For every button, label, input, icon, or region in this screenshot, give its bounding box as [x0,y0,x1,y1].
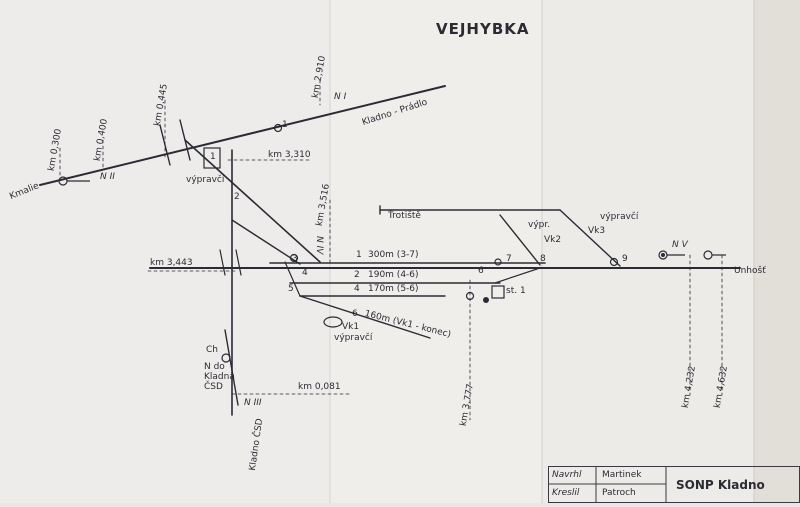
signal-label: N IV [314,236,324,255]
signal-label: Ch [206,345,218,355]
track-siding-right [559,209,621,267]
crossing-mark [219,249,226,276]
track-number: 6 [352,309,358,319]
drafter-label: Kreslil [552,488,580,498]
track-desc: 300m (3-7) [368,250,419,260]
paper-panel-middle [330,0,542,503]
dispatcher-label: výpravčí [186,175,225,185]
switch-number: 5 [288,284,294,294]
designer-label: Navrhl [552,470,582,480]
weighbridge-label: Vk3 [588,226,606,236]
paper-panel-left [0,0,330,503]
siding-label: Ťrotiště [388,211,421,221]
designer-value: Martinek [602,470,642,480]
drafter-value: Patroch [602,488,636,498]
signal-icon [465,291,475,301]
km-label-3310: km 3,310 [268,150,311,160]
track-6 [299,295,431,339]
signal-label: N III [244,398,262,408]
dispatcher-label: výpravčí [334,333,373,343]
switch-number: 4 [302,268,308,278]
station-building [203,147,221,169]
signal-label: N II [100,172,115,182]
signal-icon [273,123,283,133]
track-link [284,261,301,297]
track-link-right [494,267,541,284]
dispatcher-label: výpravčí [600,212,639,222]
crossing-mark [159,124,171,166]
signal-label: N I [334,92,347,102]
dispatcher-label: výpr. [528,220,551,230]
signal-label: N do Kladna ČSD [204,362,235,392]
km-label-3443: km 3,443 [150,258,193,268]
building-number: 1 [210,152,216,162]
box-label: st. 1 [506,286,526,296]
switch-number: 7 [506,254,512,264]
signal-icon [494,258,502,266]
light-icon [483,297,489,303]
signal-box-st1 [491,285,505,299]
drawing-title: VEJHYBKA [436,20,530,38]
switch-number: 1 [282,120,288,130]
track-main-line [39,85,446,186]
switch-number: 6 [478,266,484,276]
track-number: 2 [354,270,360,280]
track-siding-link [499,214,541,266]
switch-number: 2 [234,192,240,202]
signal-label: N V [672,240,688,250]
light-icon [661,253,665,257]
paper-edge [754,0,800,503]
crossing-mark [179,119,191,161]
signal-icon [609,257,619,267]
track-number: 4 [354,284,360,294]
crossing-mark [235,249,242,276]
paper-panel-right [542,0,754,503]
weighbridge-label: Vk2 [544,235,562,245]
signal-icon [289,253,299,263]
weighbridge-label: Vk1 [342,322,360,332]
km-label-0081: km 0,081 [298,382,341,392]
weighbridge-icon [323,316,343,328]
switch-number: 9 [622,254,628,264]
track-connection-2 [231,219,301,265]
track-desc: 190m (4-6) [368,270,419,280]
track-desc: 170m (5-6) [368,284,419,294]
track-connection [184,139,321,263]
track-branch-spur [224,329,239,406]
organization-name: SONP Kladno [676,478,765,492]
title-block: Navrhl Martinek Kreslil Patroch SONP Kla… [548,466,800,503]
switch-number: 3 [292,254,298,264]
direction-right: Unhošť [734,266,766,276]
switch-number: 8 [540,254,546,264]
signal-icon [221,353,231,363]
track-number: 1 [356,250,362,260]
